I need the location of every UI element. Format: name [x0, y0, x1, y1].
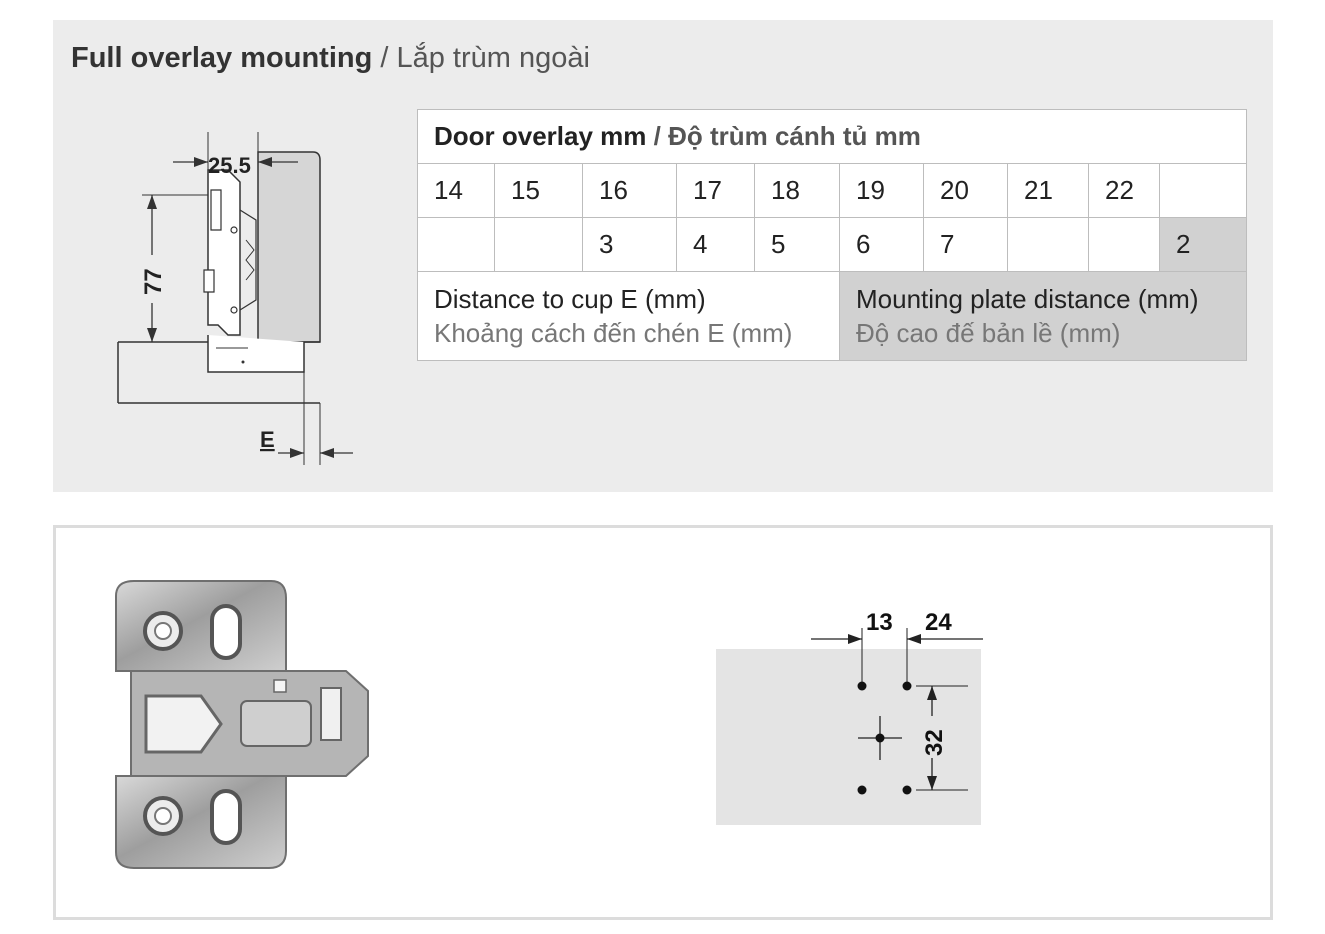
- overlay-cell: 16: [582, 163, 677, 218]
- overlay-cell: 21: [1007, 163, 1089, 218]
- distance-cell: [417, 217, 495, 272]
- dim-77-label: 77: [140, 268, 167, 295]
- dim-e-label: E: [260, 427, 275, 452]
- cup-distance-label: Distance to cup E (mm) Khoảng cách đến c…: [417, 271, 840, 361]
- plate-distance-label-en: Mounting plate distance (mm): [856, 284, 1199, 314]
- overlay-cell: 20: [923, 163, 1008, 218]
- overlay-cell: 14: [417, 163, 495, 218]
- table-header-vi: Độ trùm cánh tủ mm: [668, 121, 921, 151]
- distance-cell: 6: [839, 217, 924, 272]
- mounting-plate-image: [115, 580, 369, 869]
- table-header-en: Door overlay mm: [434, 121, 647, 151]
- heading-separator: /: [372, 42, 397, 74]
- heading-title-en: Full overlay mounting: [71, 42, 373, 74]
- table-header-sep: /: [646, 121, 669, 151]
- overlay-row: 14 15 16 17 18 19 20 21 22: [417, 163, 1247, 218]
- distance-cell: 3: [582, 217, 677, 272]
- overlay-cell: [1159, 163, 1247, 218]
- plate-distance-label: Mounting plate distance (mm) Độ cao đế b…: [839, 271, 1247, 361]
- distance-cell: 4: [676, 217, 755, 272]
- section-heading: Full overlay mounting / Lắp trùm ngoài: [71, 42, 590, 75]
- overlay-cell: 22: [1088, 163, 1160, 218]
- cup-distance-label-en: Distance to cup E (mm): [434, 284, 706, 314]
- plate-distance-cell: 2: [1159, 217, 1247, 272]
- table-header: Door overlay mm / Độ trùm cánh tủ mm: [417, 109, 1247, 164]
- overlay-spec-panel: Full overlay mounting / Lắp trùm ngoài 2…: [53, 20, 1273, 492]
- overlay-cell: 15: [494, 163, 583, 218]
- overlay-cell: 19: [839, 163, 924, 218]
- distance-cell: [1007, 217, 1089, 272]
- plate-distance-label-vi: Độ cao đế bản lề (mm): [856, 318, 1121, 348]
- distance-cell: 5: [754, 217, 840, 272]
- hinge-section-drawing: 25.5 77 E: [117, 132, 353, 465]
- distance-cell: [1088, 217, 1160, 272]
- overlay-cell: 18: [754, 163, 840, 218]
- dim-25-5-label: 25.5: [208, 153, 251, 178]
- dim-13-label: 13: [866, 609, 893, 636]
- drilling-pattern-drawing: 13 24 32: [716, 609, 983, 825]
- dim-32-label: 32: [921, 729, 948, 756]
- distance-cell: 7: [923, 217, 1008, 272]
- heading-title-vi: Lắp trùm ngoài: [396, 42, 590, 74]
- dim-24-label: 24: [925, 609, 952, 636]
- overlay-cell: 17: [676, 163, 755, 218]
- overlay-table: Door overlay mm / Độ trùm cánh tủ mm 14 …: [417, 109, 1247, 361]
- mounting-plate-panel: 13 24 32: [53, 525, 1273, 920]
- distance-row: 3 4 5 6 7 2: [417, 217, 1247, 272]
- distance-cell: [494, 217, 583, 272]
- cup-distance-label-vi: Khoảng cách đến chén E (mm): [434, 318, 793, 348]
